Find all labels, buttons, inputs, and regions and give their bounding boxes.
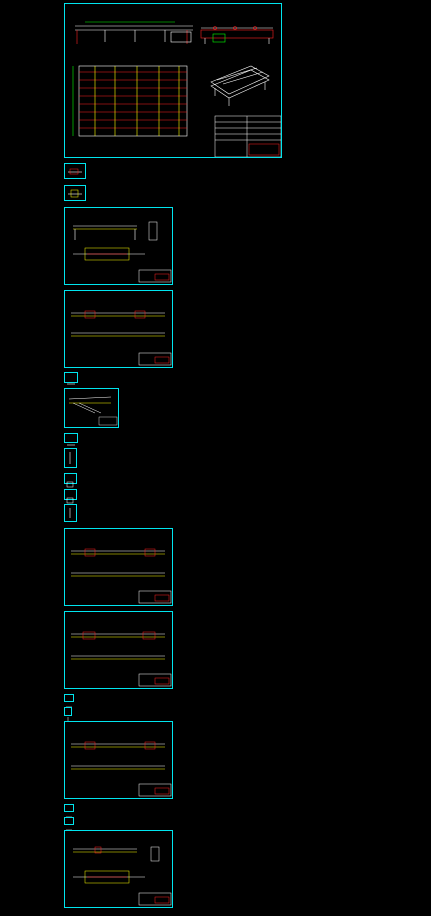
detail-drawing bbox=[68, 396, 118, 426]
sheet-thumbnail-12[interactable] bbox=[64, 817, 74, 831]
sheet-thumbnail-7[interactable] bbox=[64, 489, 77, 504]
detail-drawing bbox=[71, 631, 172, 687]
sheet-thumbnail-4[interactable] bbox=[64, 433, 78, 446]
detail-sheet-3[interactable] bbox=[64, 290, 173, 368]
plan-view bbox=[72, 65, 188, 137]
sheet-thumbnail-2[interactable] bbox=[64, 185, 86, 201]
isometric-view bbox=[210, 65, 270, 106]
thumbnail-drawing bbox=[66, 481, 74, 488]
thumbnail-drawing bbox=[69, 452, 71, 464]
thumbnail-drawing bbox=[66, 497, 74, 504]
thumbnail-drawing bbox=[67, 383, 75, 385]
detail-sheet-4[interactable] bbox=[64, 388, 119, 428]
sheet-thumbnail-10[interactable] bbox=[64, 707, 72, 722]
detail-sheet-2[interactable] bbox=[64, 207, 173, 285]
thumbnail-drawing bbox=[69, 508, 71, 518]
sheet-thumbnail-8[interactable] bbox=[64, 504, 77, 522]
detail-drawing bbox=[71, 741, 172, 797]
detail-drawing bbox=[71, 548, 172, 604]
detail-sheet-6[interactable] bbox=[64, 611, 173, 689]
sheet-thumbnail-11[interactable] bbox=[64, 804, 74, 818]
sheet-thumbnail-3[interactable] bbox=[64, 372, 78, 385]
detail-sheet-7[interactable] bbox=[64, 721, 173, 799]
detail-drawing bbox=[73, 846, 172, 906]
detail-sheet-5[interactable] bbox=[64, 528, 173, 606]
side-elevation-view bbox=[75, 21, 193, 44]
sheet-thumbnail-5[interactable] bbox=[64, 448, 77, 468]
main-assembly-drawing bbox=[72, 21, 282, 158]
sheet-thumbnail-1[interactable] bbox=[64, 163, 86, 179]
thumbnail-drawing bbox=[68, 168, 82, 175]
end-elevation-view bbox=[200, 26, 274, 44]
thumbnail-drawing bbox=[68, 189, 82, 198]
detail-drawing bbox=[71, 310, 172, 366]
sheet-thumbnail-9[interactable] bbox=[64, 694, 74, 708]
thumbnail-drawing bbox=[67, 444, 75, 446]
title-block bbox=[214, 115, 282, 158]
detail-sheet-8[interactable] bbox=[64, 830, 173, 908]
detail-drawing bbox=[73, 221, 172, 283]
sheet-thumbnail-6[interactable] bbox=[64, 473, 77, 488]
main-assembly-sheet[interactable] bbox=[64, 3, 282, 158]
